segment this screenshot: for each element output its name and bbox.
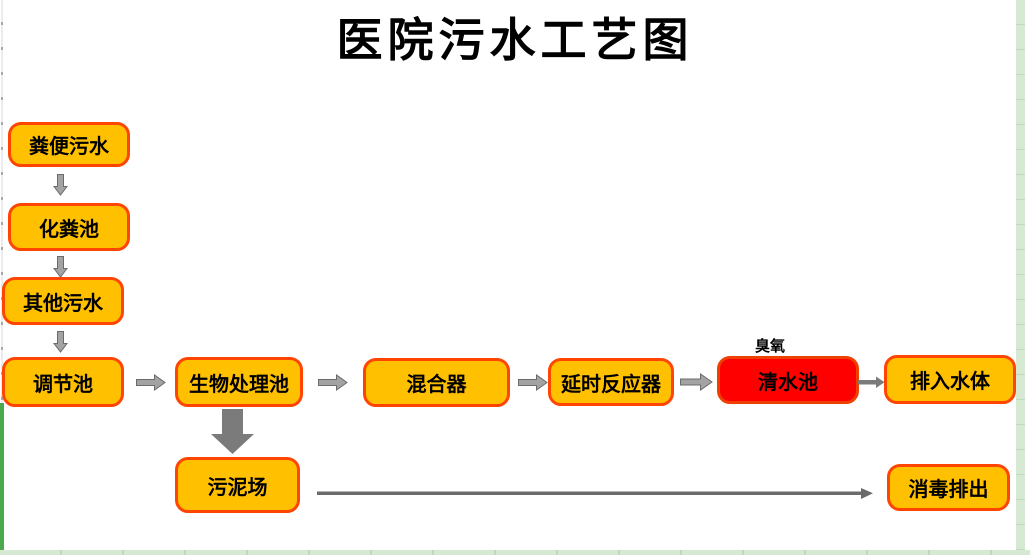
arrow-down-icon: [53, 256, 68, 278]
node-delay-reactor[interactable]: 延时反应器: [548, 358, 674, 406]
node-label: 消毒排出: [908, 477, 989, 501]
node-label: 化粪池: [39, 216, 99, 241]
sheet-bottom-row-strip: [0, 550, 1030, 555]
page-title: 医院污水工艺图: [336, 13, 694, 67]
arrow-right-icon: [680, 373, 713, 391]
node-label: 混合器: [406, 372, 467, 396]
node-regulating-tank[interactable]: 调节池: [2, 357, 124, 407]
sheet-right-column-strip: [1016, 0, 1025, 555]
node-label: 生物处理池: [189, 371, 289, 396]
node-label: 延时反应器: [561, 371, 661, 396]
arrow-line-right-icon: [858, 376, 885, 388]
arrow-right-icon: [518, 374, 548, 391]
node-bio-treatment-tank[interactable]: 生物处理池: [175, 357, 303, 407]
node-label: 其他污水: [23, 290, 103, 315]
arrow-right-icon: [136, 374, 166, 391]
node-discharge-to-water-body[interactable]: 排入水体: [884, 355, 1016, 404]
node-fecal-sewage[interactable]: 粪便污水: [8, 122, 130, 167]
node-clear-water-tank[interactable]: 清水池: [717, 356, 859, 404]
ozone-label: 臭氧: [755, 337, 786, 355]
node-other-sewage[interactable]: 其他污水: [2, 277, 124, 325]
sheet-left-gridline: [1, 0, 3, 403]
node-label: 粪便污水: [29, 134, 109, 158]
arrow-long-right-icon: [317, 488, 873, 499]
node-sludge-yard[interactable]: 污泥场: [175, 457, 300, 513]
arrow-down-thick-icon: [211, 409, 254, 454]
sheet-left-green-edge: [0, 403, 4, 555]
node-septic-tank[interactable]: 化粪池: [8, 203, 130, 251]
node-label: 排入水体: [910, 369, 990, 393]
node-label: 调节池: [33, 371, 93, 396]
arrow-down-icon: [53, 331, 68, 353]
node-label: 污泥场: [207, 474, 268, 499]
arrow-down-icon: [53, 174, 68, 196]
arrow-right-icon: [318, 374, 348, 391]
node-mixer[interactable]: 混合器: [363, 358, 510, 407]
node-disinfection-discharge[interactable]: 消毒排出: [887, 464, 1010, 511]
node-label: 清水池: [758, 369, 818, 394]
